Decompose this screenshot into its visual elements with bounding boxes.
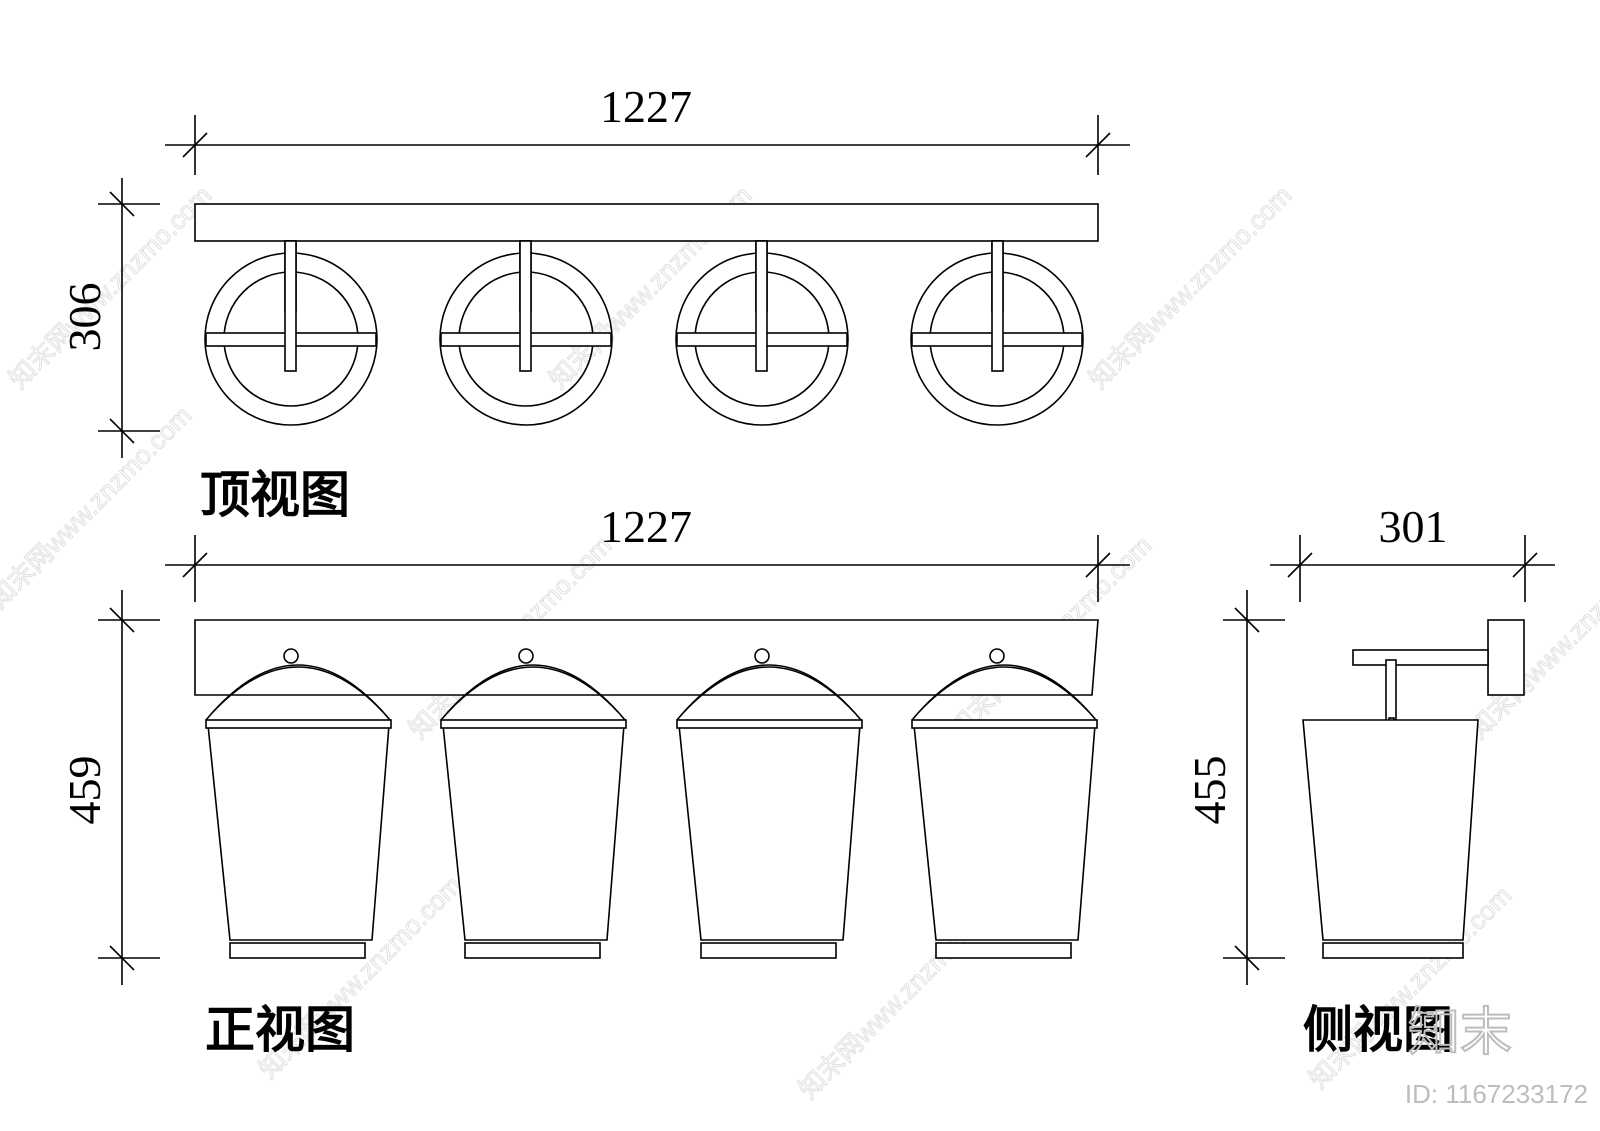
top-view-label: 顶视图 (200, 465, 350, 524)
top-bucket-4 (910, 240, 1084, 426)
side-height-value: 455 (1184, 756, 1235, 825)
top-width-dimension: 1227 (165, 81, 1130, 175)
front-rail (194, 619, 1099, 696)
top-bucket-2 (439, 240, 613, 426)
top-width-value: 1227 (600, 81, 692, 132)
watermark-text: 知末网www.znzmo.com (0, 400, 197, 614)
watermark-text: 知末网www.znzmo.com (1083, 180, 1297, 394)
front-bucket-1 (205, 648, 392, 959)
brand-logo-text: 知末 (1408, 1003, 1512, 1063)
front-width-dimension: 1227 (165, 501, 1130, 602)
side-bucket (1302, 719, 1479, 941)
front-height-value: 459 (59, 756, 110, 825)
front-view: 1227 459 (59, 501, 1130, 1059)
image-id: ID: 1167233172 (1405, 1079, 1588, 1109)
side-height-dimension: 455 (1184, 590, 1285, 985)
watermark-text: 知末网www.znzmo.com (1463, 530, 1600, 744)
side-arm (1352, 649, 1489, 666)
top-depth-value: 306 (59, 283, 110, 352)
front-bucket-2 (440, 648, 627, 959)
side-width-dimension: 301 (1270, 501, 1555, 602)
side-bucket-base (1322, 942, 1464, 959)
top-view: 1227 306 (59, 81, 1130, 524)
watermark-text: 知末网www.znzmo.com (3, 180, 217, 394)
front-bucket-3 (676, 648, 863, 959)
side-wall-plate (1487, 619, 1525, 696)
side-view: 301 455 侧视图 (1184, 501, 1555, 1059)
top-depth-dimension: 306 (59, 178, 160, 458)
top-rail (194, 203, 1099, 242)
top-bucket-1 (204, 240, 378, 426)
side-view-label: 侧视图 (1303, 1000, 1453, 1059)
front-view-label: 正视图 (205, 1000, 355, 1059)
front-width-value: 1227 (600, 501, 692, 552)
brand-watermark: 知末 ID: 1167233172 (1405, 1002, 1588, 1109)
front-height-dimension: 459 (59, 590, 160, 985)
front-bucket-4 (911, 648, 1098, 959)
top-bucket-3 (675, 240, 849, 426)
side-width-value: 301 (1379, 501, 1448, 552)
side-hanger (1385, 659, 1397, 723)
